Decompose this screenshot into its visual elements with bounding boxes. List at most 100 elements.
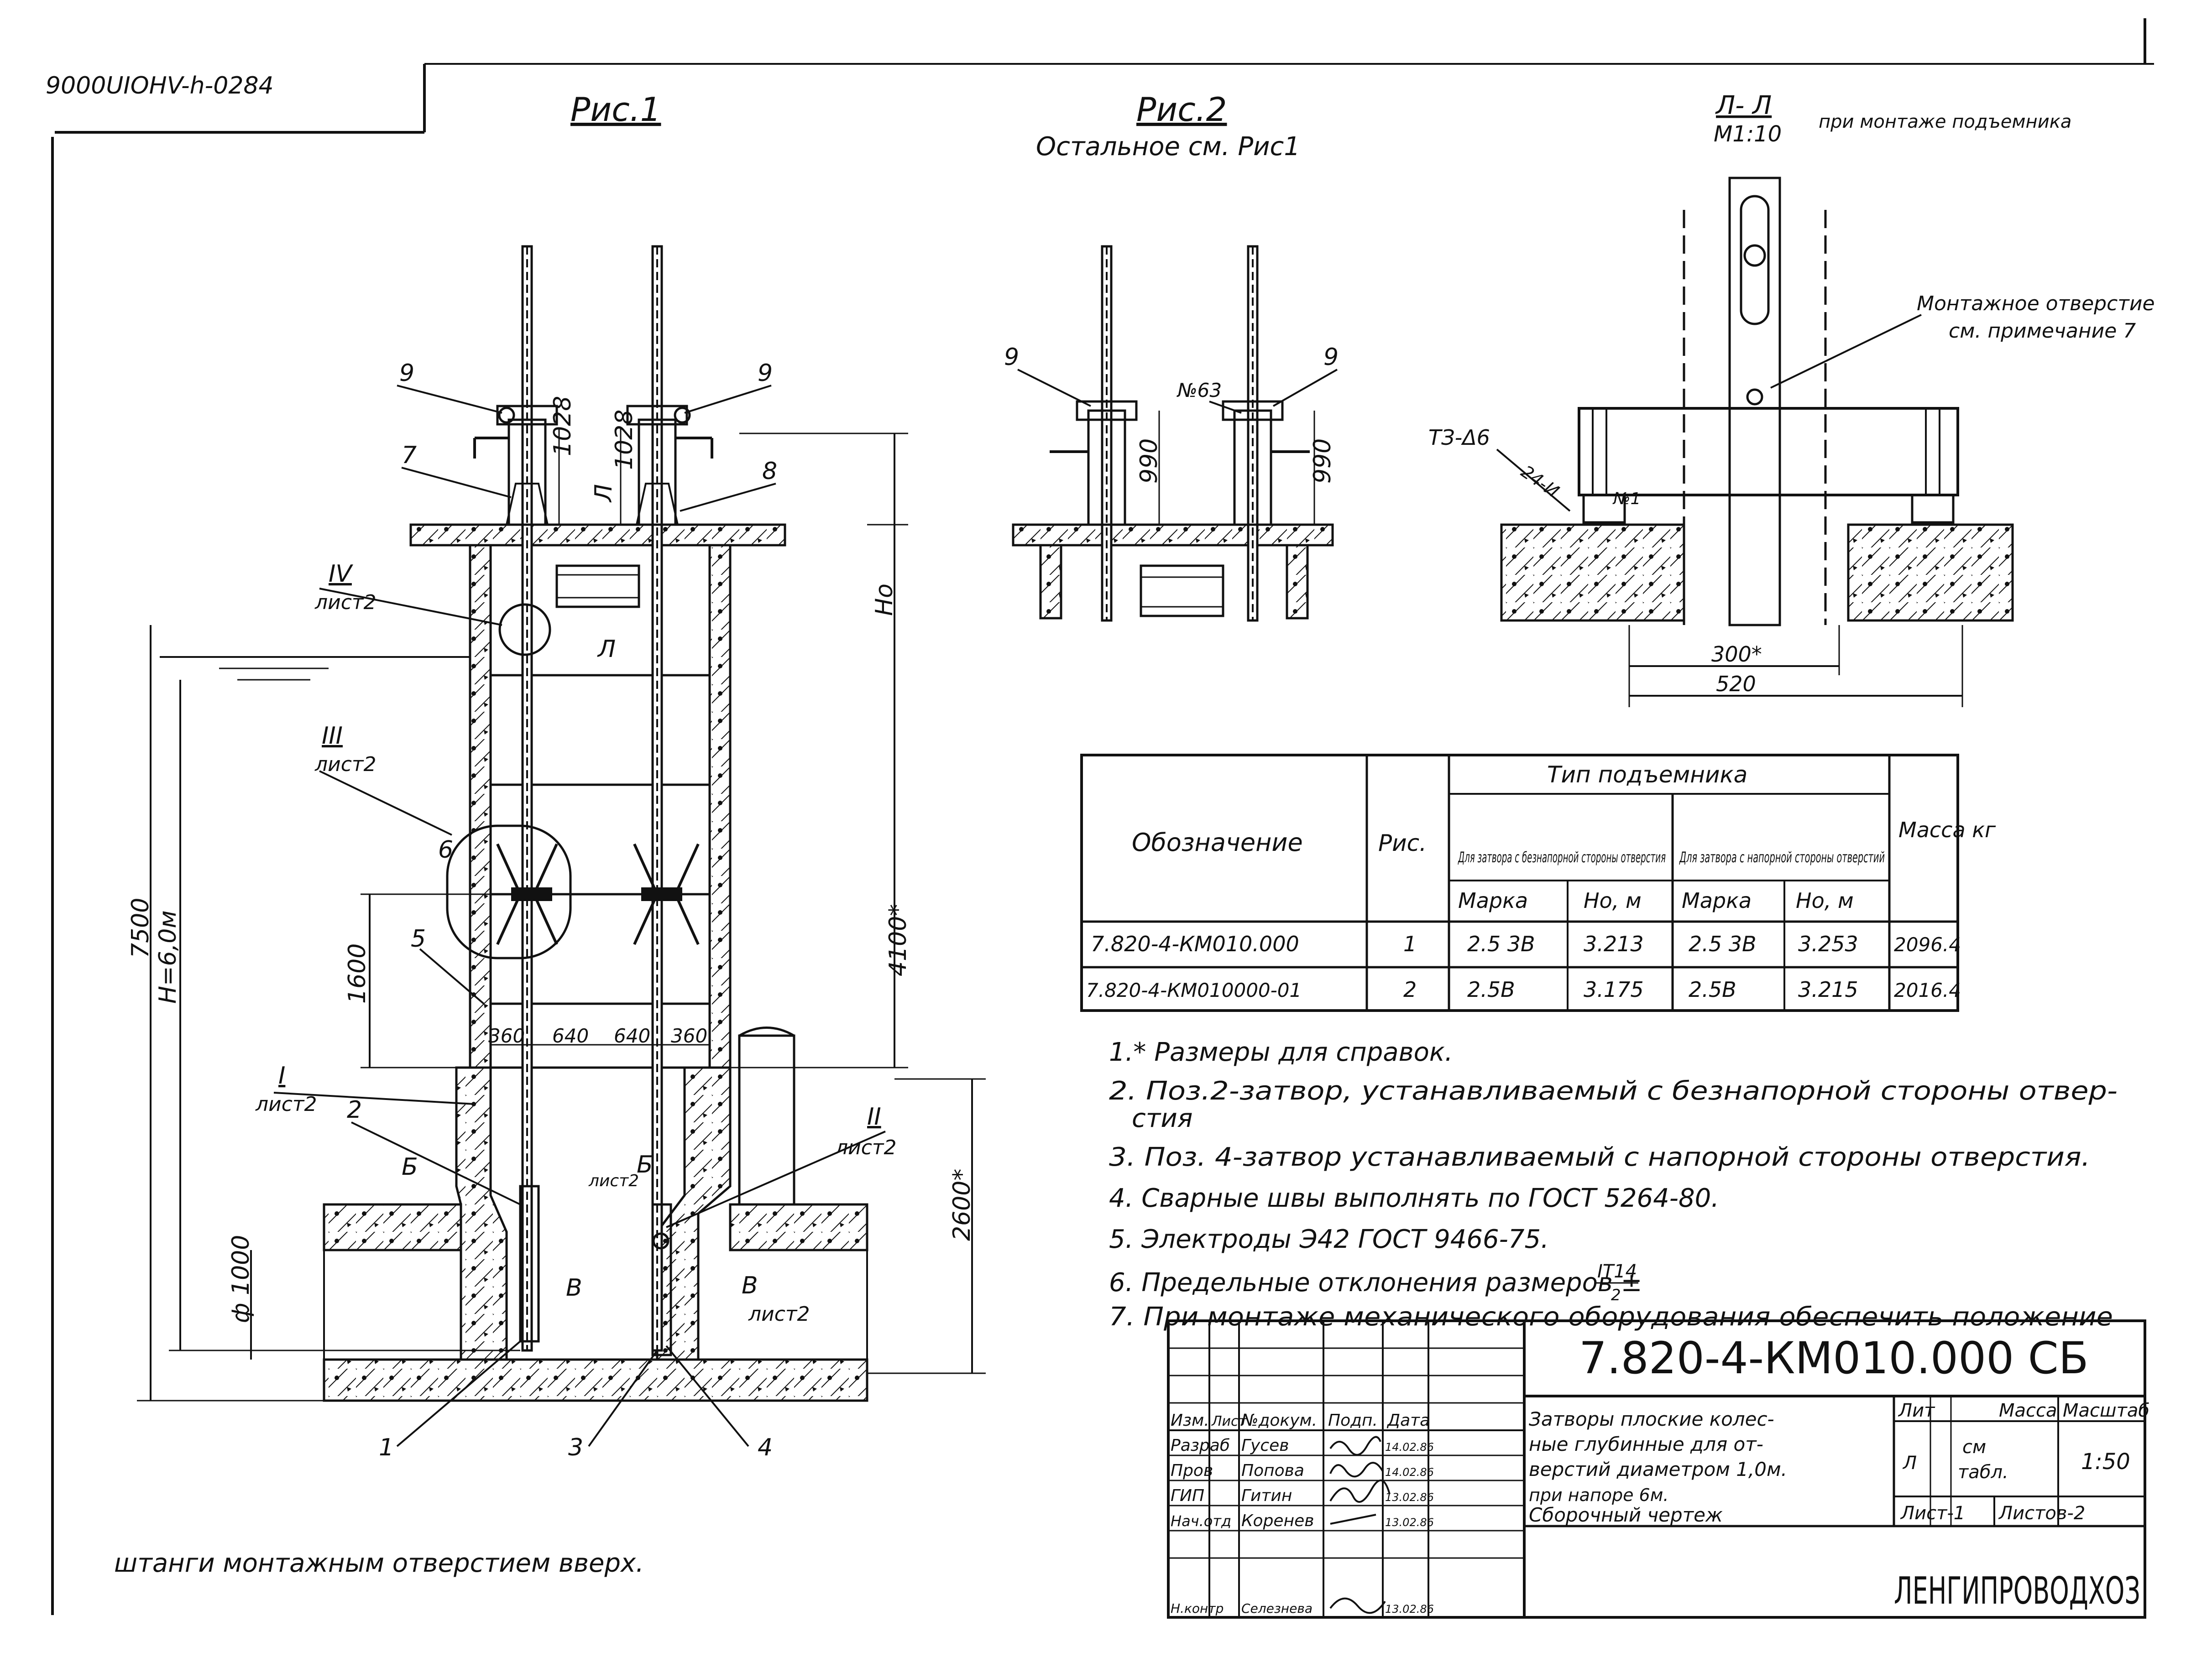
fig1-dim-640a: 640 (552, 1025, 589, 1047)
table-row2-mass: 2016.4 (1894, 979, 1961, 1001)
shaft-wall-right (708, 544, 732, 1069)
stamp-role-3: ГИП (1171, 1486, 1204, 1505)
fig1-callout-iv-sheet: лист2 (314, 591, 377, 614)
stamp-col-list: Лист (1211, 1413, 1247, 1429)
table-row1-mark1: 2.5 3В (1467, 932, 1535, 956)
tb-mass-value-1: см (1962, 1437, 1986, 1458)
fig1-dim-1028b: 1028 (611, 410, 638, 470)
stamp-name-5: Селезнева (1241, 1601, 1313, 1616)
table-row2-h2: 3.215 (1798, 977, 1858, 1002)
stamp-date-1: 14.02.86 (1385, 1441, 1434, 1454)
fig2-view: Рис.2 Остальное см. Рис1 9 9 №63 990 990 (1004, 90, 1339, 622)
section-concrete-right (1847, 523, 2014, 622)
stamp-name-3: Гитин (1241, 1486, 1292, 1505)
fig1-pos7: 7 (402, 442, 417, 469)
desc-line-2: ные глубинные для от- (1529, 1433, 1763, 1455)
fig1-dim-360b: 360 (671, 1025, 707, 1047)
detail-IV-circle (498, 603, 551, 656)
shaft-wall-left (469, 544, 492, 1069)
mark-table: Обозначение Рис. Тип подъемника Масса кг… (1080, 754, 1996, 1012)
fig1-dim-ho: Но (871, 584, 898, 616)
desc-line-4: при напоре 6м. (1529, 1485, 1668, 1505)
fig1-callout-iii: III (322, 722, 343, 750)
section-rod (1728, 177, 1781, 626)
fig1-title: Рис.1 (570, 90, 661, 129)
fig2-dim-990b: 990 (1309, 438, 1336, 484)
note-6-tolerance-den: 2 (1611, 1286, 1621, 1304)
tb-lit-value: Л (1902, 1453, 1917, 1474)
fig1-callout-i: I (278, 1062, 285, 1089)
fig1-dim-360a: 360 (488, 1025, 525, 1047)
tb-header-scale: Масштаб (2063, 1400, 2149, 1421)
note-6-tolerance-num: IT14 (1597, 1261, 1637, 1282)
table-text: Обозначение Рис. Тип подъемника Масса кг… (1086, 761, 1996, 1002)
stamp-date-3: 13.02.86 (1385, 1491, 1434, 1504)
fig1-section-b2: Б (637, 1151, 653, 1178)
fig2-pos9-right: 9 (1323, 344, 1339, 371)
table-row1-mass: 2096.4 (1894, 933, 1961, 956)
table-header-mass: Масса кг (1898, 818, 1996, 842)
section-title: Л- Л (1715, 91, 1772, 120)
table-row1-mark2: 2.5 3В (1689, 932, 1757, 956)
fig1-pos3: 3 (568, 1434, 583, 1461)
stamp-date-5: 13.02.86 (1385, 1603, 1434, 1616)
desc-line-3: верстий диаметром 1,0м. (1529, 1458, 1787, 1480)
section-dim-300: 300* (1711, 642, 1762, 667)
fig1-dim-d1000: ф 1000 (227, 1235, 255, 1323)
table-row2-fig: 2 (1403, 977, 1417, 1002)
table-col-mark2: Марка (1682, 888, 1752, 913)
note-7-cont: штанги монтажным отверстием вверх. (114, 1548, 644, 1578)
section-crossbeam (1578, 407, 1959, 496)
table-col-mark1: Марка (1458, 888, 1528, 913)
fig2-weld: №63 (1177, 379, 1222, 401)
table-row2-mark1: 2.5В (1467, 977, 1515, 1002)
desc-line-1: Затворы плоские колес- (1529, 1408, 1774, 1430)
stamp-text: Изм. Лист №докум. Подп. Дата Разраб Гусе… (1171, 1411, 1434, 1616)
leader-lines-fig1 (273, 385, 886, 1447)
fig2-subtitle: Остальное см. Рис1 (1036, 132, 1300, 162)
note-3: 3. Поз. 4-затвор устанавливаемый с напор… (1109, 1142, 2090, 1172)
desc-line-5: Сборочный чертеж (1529, 1504, 1723, 1526)
stamp-name-2: Попова (1241, 1461, 1304, 1480)
table-row1-h2: 3.253 (1798, 932, 1858, 956)
stamp-name-1: Гусев (1241, 1436, 1289, 1455)
vertical-pipe (738, 1034, 795, 1206)
fig1-dim-4100: 4100* (884, 904, 912, 976)
gate-pos4 (651, 1203, 672, 1356)
fig1-dim-1028a: 1028 (549, 396, 576, 456)
fig1-section-v2: В (742, 1272, 758, 1299)
table-col-h2: Но, м (1796, 888, 1854, 913)
table-row1-fig: 1 (1403, 932, 1417, 956)
fig1-view: Рис.1 (127, 90, 986, 1461)
stamp-role-2: Пров (1171, 1461, 1213, 1480)
fig1-pos8: 8 (762, 458, 777, 485)
fig1-pos5: 5 (411, 925, 426, 953)
fig2-title: Рис.2 (1136, 90, 1227, 129)
section-weld-label: ТЗ-Δ6 (1428, 425, 1490, 450)
tb-sheet: Лист-1 (1900, 1503, 1965, 1524)
stamp-col-sign: Подп. (1328, 1411, 1378, 1430)
fig2-top-slab (1012, 523, 1334, 547)
lower-wall-right (656, 1066, 732, 1361)
note-6: 6. Предельные отклонения размеров ± (1109, 1268, 1642, 1298)
fig1-callout-ii: II (867, 1103, 881, 1131)
sheet-frame (51, 18, 2154, 1615)
fig1-pos9-left: 9 (399, 360, 414, 387)
fig1-section-a: Л (590, 484, 617, 503)
fig1-section-v1: В (566, 1274, 582, 1302)
fig1-pos4: 4 (758, 1434, 773, 1461)
stamp-role-1: Разраб (1171, 1436, 1230, 1455)
dimension-lines-fig1 (137, 429, 986, 1402)
tb-header-mass: Масса (1999, 1400, 2057, 1421)
table-row2-designation: 7.820-4-КМ010000-01 (1086, 979, 1302, 1001)
table-col-h1: Но, м (1584, 888, 1642, 913)
section-concrete-left (1500, 523, 1685, 622)
section-dim-520: 520 (1716, 672, 1756, 696)
stamp-grid (1168, 1321, 1524, 1617)
stamp-role-4: Нач.отд (1171, 1512, 1231, 1530)
fig1-dim-640b: 640 (614, 1025, 650, 1047)
title-block-code: 7.820-4-КМ010.000 СБ (1579, 1333, 2089, 1384)
tb-sheets: Листов-2 (1998, 1503, 2085, 1524)
lifting-rods (521, 245, 663, 1352)
